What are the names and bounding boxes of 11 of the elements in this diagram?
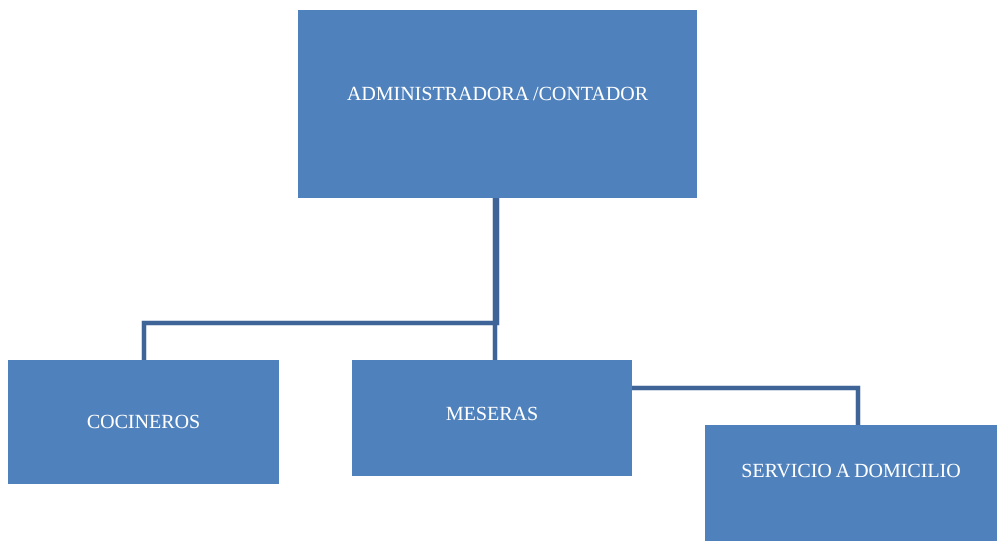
position-box [8, 360, 279, 484]
position-title: COCINEROS [86, 410, 200, 434]
connector-line [142, 198, 500, 360]
position-title: ADMINISTRADORA /CONTADOR [346, 82, 648, 106]
position-title: SERVICIO A DOMICILIO [741, 460, 961, 482]
connector-line [632, 386, 860, 425]
position-box [298, 10, 697, 198]
connector-line [492, 198, 498, 360]
position-box [352, 360, 632, 476]
position-box [705, 425, 997, 541]
position-title: MESERAS [446, 402, 538, 426]
